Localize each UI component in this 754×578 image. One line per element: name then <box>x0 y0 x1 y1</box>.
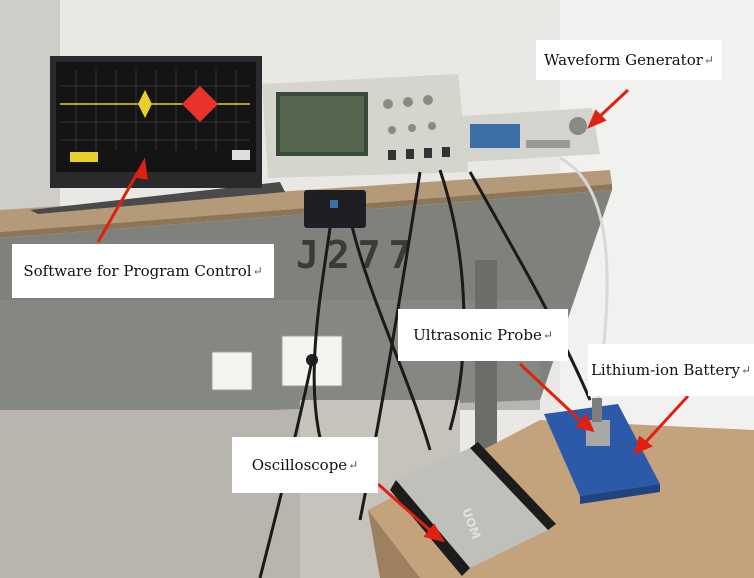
arrowhead-oscilloscope <box>423 523 446 543</box>
arrowhead-ultrasonic-probe <box>575 413 595 433</box>
arrowhead-waveform-generator <box>587 109 607 129</box>
return-mark: ↵ <box>348 458 359 472</box>
return-mark: ↵ <box>542 328 553 342</box>
arrow-waveform-generator <box>596 88 630 120</box>
label-oscilloscope-text: Oscilloscope <box>251 456 348 474</box>
arrowhead-software <box>133 157 148 180</box>
label-software: Software for Program Control↵ <box>12 244 274 298</box>
arrowhead-battery <box>633 435 653 455</box>
label-oscilloscope: Oscilloscope↵ <box>232 437 378 493</box>
return-mark: ↵ <box>252 264 263 278</box>
label-ultrasonic-probe: Ultrasonic Probe↵ <box>398 309 568 361</box>
arrow-software <box>96 171 140 243</box>
label-ultrasonic-probe-text: Ultrasonic Probe <box>413 326 542 344</box>
label-waveform-generator-text: Waveform Generator <box>544 51 703 69</box>
arrow-oscilloscope <box>377 482 433 534</box>
room-number-text: J277 <box>296 233 420 277</box>
arrow-battery <box>642 394 690 446</box>
label-battery-text: Lithium-ion Battery <box>590 361 740 379</box>
return-mark: ↵ <box>740 363 752 377</box>
arrow-ultrasonic-probe <box>518 362 584 424</box>
label-battery: Lithium-ion Battery↵ <box>588 344 754 396</box>
label-software-text: Software for Program Control <box>23 262 252 280</box>
annotation-arrows <box>96 88 690 543</box>
label-waveform-generator: Waveform Generator↵ <box>536 40 722 80</box>
return-mark: ↵ <box>703 53 714 67</box>
